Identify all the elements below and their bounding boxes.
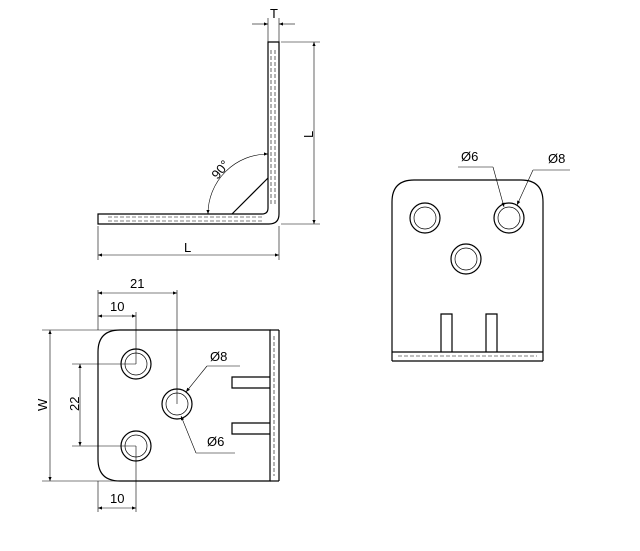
hole-right	[493, 202, 525, 234]
other-view: Ø6 Ø8	[391, 149, 570, 362]
slot-right	[485, 313, 498, 352]
bracket-profile	[97, 41, 280, 225]
dim-22-label: 22	[67, 397, 82, 411]
side-view: T L L 90°	[97, 6, 320, 260]
slot-upper	[231, 376, 270, 389]
slot-left	[440, 313, 453, 352]
width-label: W	[35, 398, 50, 411]
dia8-leader-2	[516, 169, 534, 206]
dim-10-bottom-label: 10	[110, 491, 124, 506]
bend-rib	[231, 177, 269, 215]
dim-21-label: 21	[130, 276, 144, 291]
dim-10-top-label: 10	[110, 299, 124, 314]
dia6-leader	[180, 415, 197, 454]
length-vertical-label: L	[301, 131, 316, 138]
angle-label: 90°	[208, 157, 232, 182]
hole-left	[409, 202, 441, 234]
length-horizontal-label: L	[184, 240, 191, 255]
dia6-label: Ø6	[207, 434, 224, 449]
dia6-leader-2	[492, 166, 505, 208]
dia8-label: Ø8	[210, 349, 227, 364]
angle-arc	[206, 152, 269, 215]
hole-middle	[450, 243, 482, 275]
dia6-label-2: Ø6	[461, 149, 478, 164]
plate-outline	[97, 329, 271, 482]
thickness-label: T	[270, 6, 278, 21]
dia8-leader	[185, 365, 208, 393]
slot-lower	[231, 422, 270, 435]
dia8-label-2: Ø8	[548, 151, 565, 166]
front-view: W 22 21 10 10 Ø8 Ø6	[35, 276, 280, 512]
plate-outline-2	[391, 179, 544, 352]
